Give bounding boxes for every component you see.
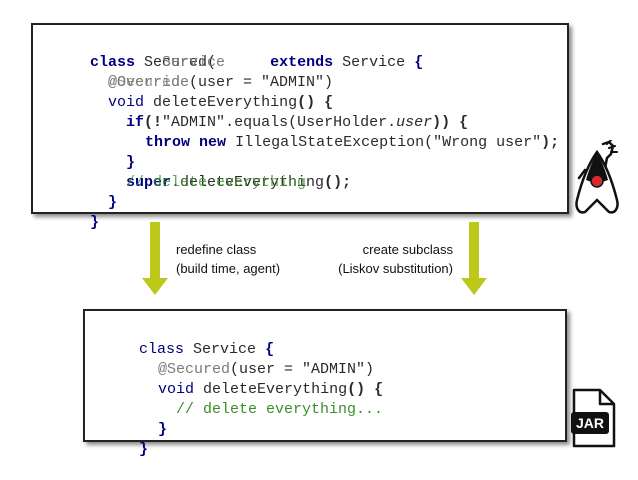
code-line-close-class: }: [90, 214, 100, 231]
code-line-class-declaration: class Service {: [139, 341, 275, 358]
code-line-close-class: }: [139, 441, 149, 458]
code-line-annotation: @Override@Secured(user = "ADMIN"): [108, 74, 334, 91]
subclass-arrow: [461, 222, 487, 295]
overlaid-service-name: Service: [162, 54, 226, 71]
code-line-comment: // delete everything...: [176, 401, 384, 418]
subclass-label: create subclass (Liskov substitution): [338, 242, 453, 276]
code-line-class-declaration: class Secured(Service ice extends Servic…: [90, 54, 424, 71]
code-line-close-method: }: [108, 194, 118, 211]
duke-mascot-icon: [575, 140, 619, 214]
subclass-code-panel: class Secured(Service ice extends Servic…: [31, 23, 569, 231]
original-code-panel: class Service { @Secured(user = "ADMIN")…: [83, 309, 567, 458]
code-line-close-if: }: [126, 154, 136, 171]
code-line-if-check: if(!"ADMIN".equals(UserHolder.user)) {: [126, 114, 469, 131]
jar-label: JAR: [576, 415, 604, 431]
code-line-throw: throw new IllegalStateException("Wrong u…: [145, 134, 560, 151]
code-line-method-signature: void deleteEverything() {: [158, 381, 384, 398]
redefine-label: redefine class (build time, agent): [176, 242, 281, 276]
code-line-super-call: super.deleteEverything// delete everythi…: [126, 174, 352, 191]
redefine-arrow: [142, 222, 168, 295]
jar-file-icon: JAR: [571, 388, 616, 448]
code-line-close-method: }: [158, 421, 168, 438]
code-line-annotation: @Secured(user = "ADMIN"): [158, 361, 375, 378]
overlaid-comment: // delete everything: [126, 174, 307, 191]
code-line-method-signature: void deleteEverything() {: [108, 94, 334, 111]
